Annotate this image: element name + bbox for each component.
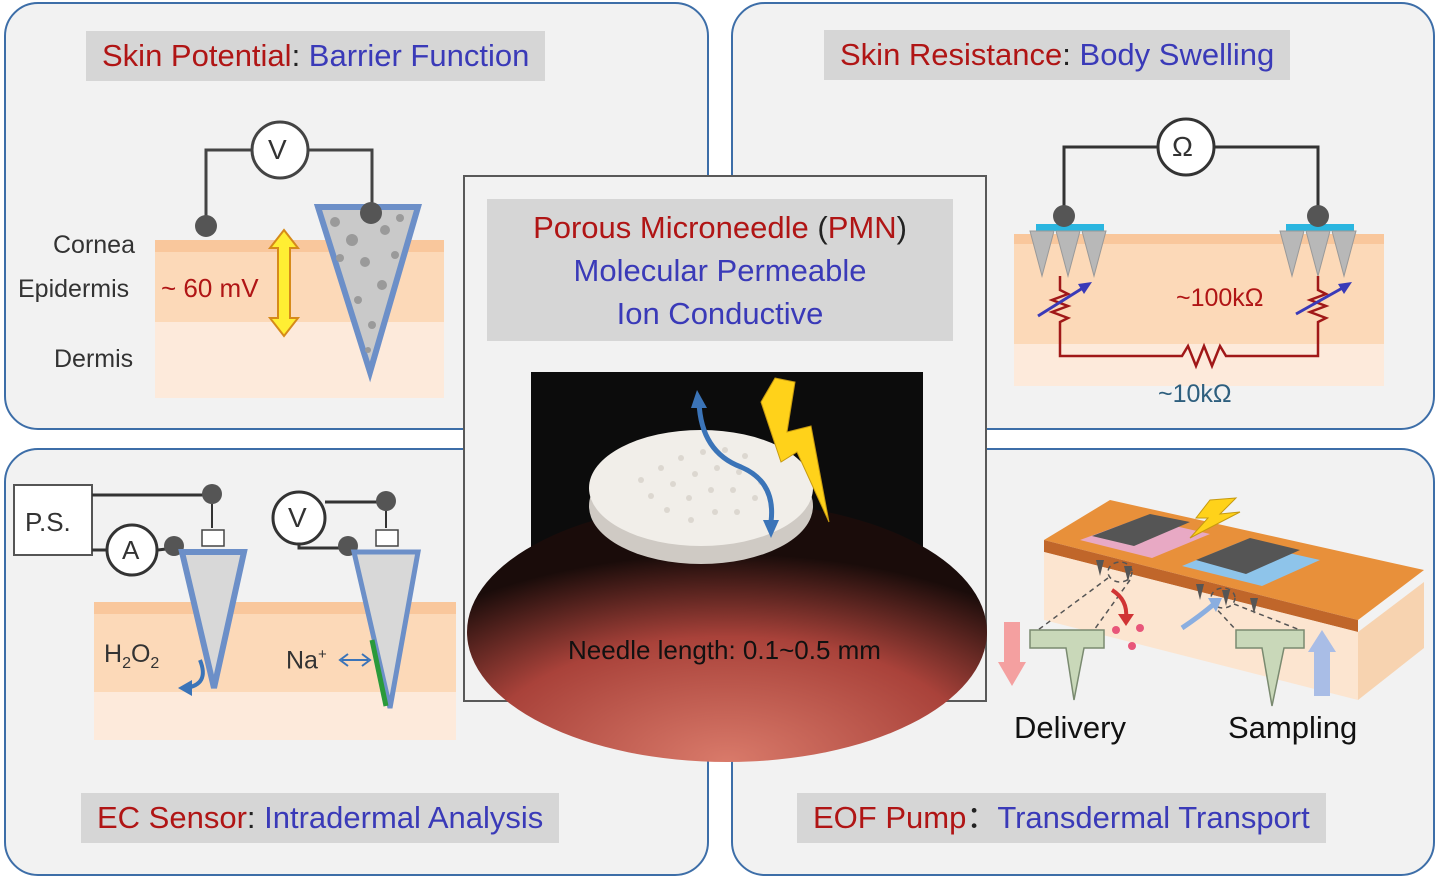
- epidermis-label: Epidermis: [18, 275, 130, 303]
- skin-resistance-title-term: Skin Resistance: [840, 37, 1063, 72]
- ec-sensor-title-role: Intradermal Analysis: [264, 800, 544, 835]
- center-title-box: Porous Microneedle (PMN) Molecular Perme…: [487, 199, 953, 341]
- body-resistance-value: ~10kΩ: [1158, 380, 1232, 408]
- sodium-label: Na+: [286, 646, 327, 675]
- skin-resistance-title: Skin Resistance: Body Swelling: [824, 30, 1291, 80]
- potential-arrow: [267, 228, 301, 338]
- eof-pump-title-role: Transdermal Transport: [997, 800, 1310, 835]
- voltmeter-circle: [250, 120, 310, 180]
- eof-pump-title-term: EOF Pump: [813, 800, 967, 835]
- skin-potential-title-term: Skin Potential: [102, 38, 292, 73]
- center-title-line-1: Porous Microneedle (PMN): [533, 210, 907, 245]
- potential-value: ~ 60 mV: [161, 273, 259, 303]
- delivery-needle-zoom: [1029, 629, 1105, 701]
- pmn-patch-top: [589, 430, 813, 546]
- delivery-label: Delivery: [1014, 710, 1126, 745]
- eof-pump-title: EOF Pump：Transdermal Transport: [797, 793, 1326, 843]
- lightning-bolt: [760, 377, 830, 523]
- sampling-needle-zoom: [1235, 629, 1305, 707]
- ec-sensor-title-term: EC Sensor: [97, 800, 247, 835]
- sensor-needle-1: [178, 549, 248, 689]
- skin-potential-title-role: Barrier Function: [308, 38, 530, 73]
- voltmeter-label: V: [268, 134, 287, 165]
- sampling-label: Sampling: [1228, 710, 1358, 745]
- ammeter-circle: [105, 523, 159, 577]
- h2o2-label: H2O2: [104, 640, 160, 672]
- ohmmeter-circle: [1156, 117, 1216, 177]
- skin-potential-title: Skin Potential: Barrier Function: [86, 31, 546, 81]
- dermis-layer: [155, 322, 444, 398]
- surface-electrode-dot: [195, 215, 217, 237]
- dermis-label: Dermis: [54, 345, 134, 373]
- sensor-needle-2: [350, 549, 421, 709]
- ammeter-label: A: [122, 535, 140, 565]
- skin-resistance-title-role: Body Swelling: [1079, 37, 1275, 72]
- cornea-label: Cornea: [53, 231, 135, 259]
- center-title-line-2: Molecular Permeable: [573, 253, 867, 288]
- skin-potential-diagram: [155, 120, 444, 398]
- skin-resistance-diagram: [1014, 117, 1384, 386]
- center-panel: Porous Microneedle (PMN) Molecular Perme…: [463, 175, 987, 762]
- center-title-line-3: Ion Conductive: [616, 296, 824, 331]
- power-supply-label: P.S.: [25, 507, 71, 537]
- power-supply-box: [13, 484, 93, 556]
- voltmeter-2-label: V: [288, 502, 307, 533]
- needle-length-caption: Needle length: 0.1~0.5 mm: [568, 635, 881, 665]
- skin-resistance-value: ~100kΩ: [1176, 284, 1264, 312]
- ohmmeter-label: Ω: [1172, 131, 1193, 162]
- pmn-photo: [467, 372, 987, 762]
- ec-sensor-title: EC Sensor: Intradermal Analysis: [81, 793, 560, 843]
- needle-electrode-dot: [360, 202, 382, 224]
- ec-sensor-diagram: [13, 484, 456, 740]
